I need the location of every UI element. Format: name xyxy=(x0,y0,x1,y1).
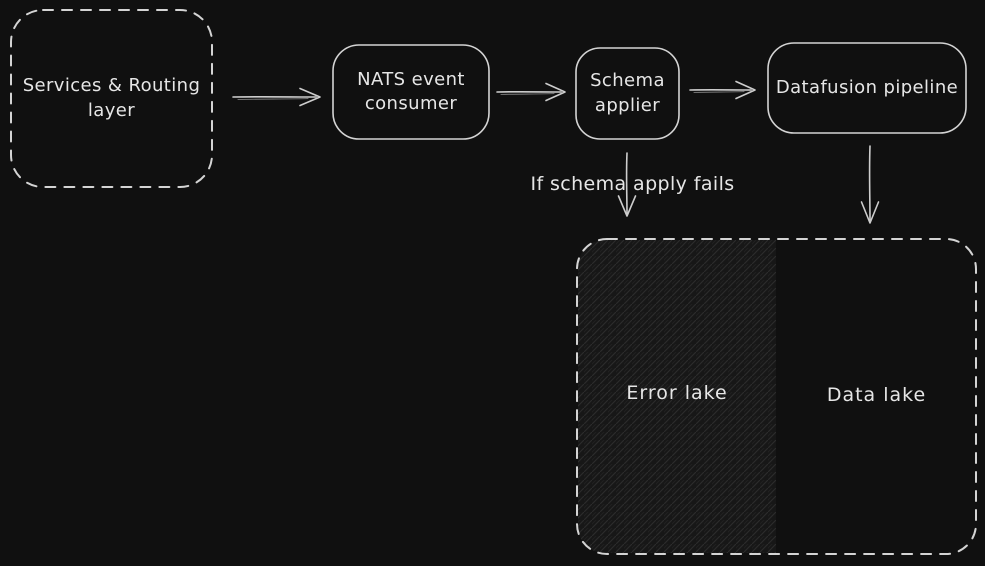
error-lake-hatch xyxy=(578,240,776,553)
arrow-nats-to-schema xyxy=(496,82,566,102)
arrow-schema-to-error-lake xyxy=(617,152,637,217)
arrow-services-to-nats xyxy=(232,87,321,107)
arrow-datafusion-to-data-lake xyxy=(860,145,880,224)
datafusion-pipeline-box xyxy=(767,42,967,134)
lake-container-box xyxy=(576,238,977,555)
services-routing-box xyxy=(10,9,213,188)
nats-consumer-box xyxy=(332,44,490,140)
schema-applier-box xyxy=(575,47,680,140)
arrow-schema-to-datafusion xyxy=(689,80,756,100)
